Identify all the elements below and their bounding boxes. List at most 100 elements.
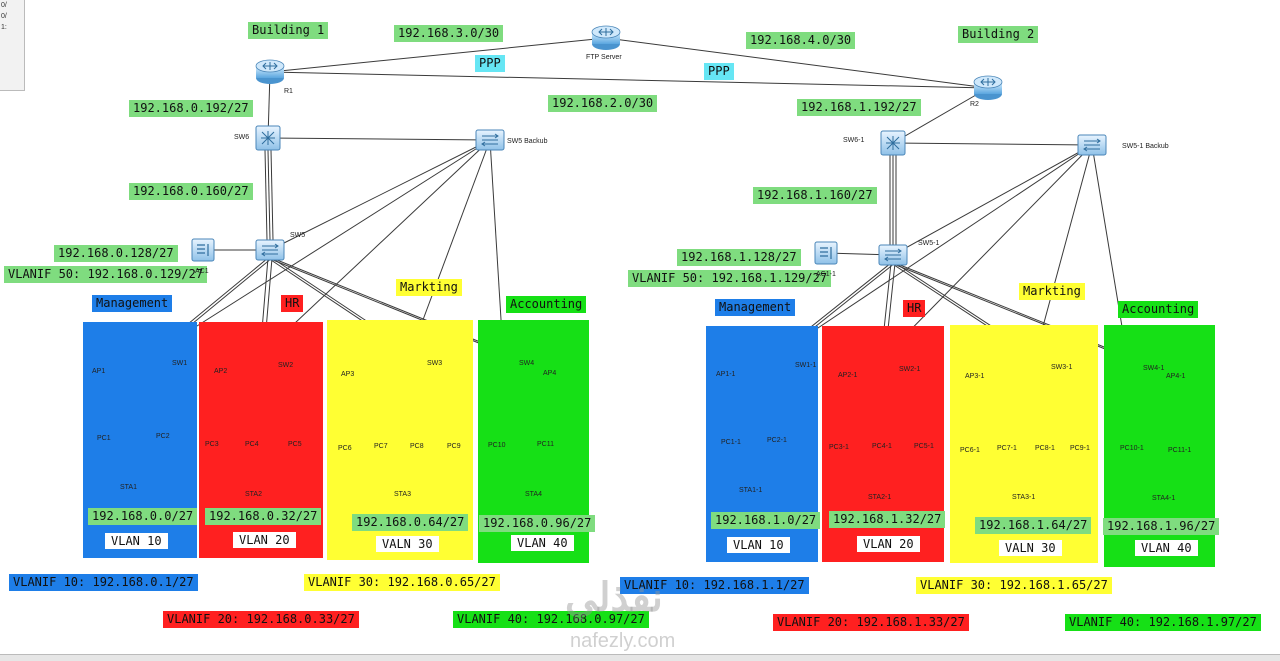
b1-link-backup-zone [489, 139, 504, 353]
b2-net-160: 192.168.1.160/27 [753, 187, 877, 204]
b1-label-ap3: AP3 [341, 371, 355, 378]
switch-sw5-icon[interactable] [255, 239, 285, 261]
sidebar-fragment: 0/ 0/ 1: [0, 0, 25, 91]
b2-zone-title-management: Management [715, 299, 796, 316]
b1-link-core-backup [267, 137, 491, 141]
b2-link-backup-zone [1091, 144, 1128, 358]
switch-sw6-icon[interactable] [255, 125, 281, 151]
label-ftp-server: FTP Server [586, 54, 622, 61]
switch-sw5-1-backup-icon[interactable] [1077, 134, 1107, 156]
switch-sw5-backup-icon[interactable] [475, 129, 505, 151]
b1-label-pc10: PC10 [488, 442, 506, 449]
b2-label-pc2-1: PC2-1 [767, 437, 787, 444]
b2-vlanif50: VLANIF 50: 192.168.1.129/27 [628, 270, 832, 287]
label-r2: R2 [970, 101, 979, 108]
b2-link-backup-zone [778, 144, 1093, 355]
b1-label-pc7: PC7 [374, 443, 388, 450]
router-r1-icon[interactable] [255, 59, 285, 85]
b2-zone-title-marketing: Markting [1019, 283, 1085, 300]
link-r1-ftp [269, 37, 607, 73]
b1-net-128: 192.168.0.128/27 [54, 245, 178, 262]
b1-label-sta4: STA4 [525, 491, 542, 498]
b1-link-backup-zone [261, 139, 491, 355]
b1-label-pc8: PC8 [410, 443, 424, 450]
b1-label-pc3: PC3 [205, 441, 219, 448]
b2-zone-title-accounting: Accounting [1118, 301, 1199, 318]
b2-link-backup-zone [882, 144, 1093, 359]
b1-link-backup-agg [269, 139, 491, 251]
b1-zone-title-accounting: Accounting [506, 296, 587, 313]
label-sw5-backup: SW5 Backub [507, 138, 548, 145]
ppp-label-right: PPP [704, 63, 734, 80]
b1-label-sta1: STA1 [120, 484, 137, 491]
b1-label-sw3: SW3 [427, 360, 443, 367]
label-sw6-1: SW6-1 [843, 137, 865, 144]
b1-label-pc1: PC1 [97, 435, 111, 442]
b1-label-sw4: SW4 [519, 360, 535, 367]
b2-vlanif30: VLANIF 30: 192.168.1.65/27 [916, 577, 1112, 594]
label-ac1-1: AC1-1 [816, 271, 836, 278]
b1-link-core-agg [267, 149, 271, 241]
watermark-latin: nafezly.com [570, 630, 676, 652]
b2-vlanif20: VLANIF 20: 192.168.1.33/27 [773, 614, 969, 631]
controller-ac1-icon[interactable] [191, 238, 215, 262]
b2-label-pc1-1: PC1-1 [721, 439, 741, 446]
b1-label-pc2: PC2 [156, 433, 170, 440]
b2-label-pc6-1: PC6-1 [960, 447, 980, 454]
b1-vlanif30: VLANIF 30: 192.168.0.65/27 [304, 574, 500, 591]
b1-vlanif20: VLANIF 20: 192.168.0.33/27 [163, 611, 359, 628]
b1-link-backup-zone [155, 139, 491, 353]
b2-label-sta2-1: STA2-1 [868, 494, 892, 501]
switch-sw6-1-icon[interactable] [880, 130, 906, 156]
b1-label-sw1: SW1 [172, 360, 188, 367]
b2-vlan-marketing: VALN 30 [999, 540, 1062, 556]
b1-label-pc9: PC9 [447, 443, 461, 450]
label-sw5-1-backup: SW5-1 Backub [1122, 143, 1169, 150]
b2-vlan-accounting: VLAN 40 [1135, 540, 1198, 556]
building-2-title: Building 2 [958, 26, 1039, 43]
b2-vlan-hr: VLAN 20 [857, 536, 920, 552]
b2-link-core-backup [892, 142, 1093, 146]
controller-ac1-1-icon[interactable] [814, 241, 838, 265]
b1-label-sta3: STA3 [394, 491, 411, 498]
b2-label-pc3-1: PC3-1 [829, 444, 849, 451]
b1-label-pc11: PC11 [537, 441, 554, 448]
b2-subnet-hr: 192.168.1.32/27 [829, 511, 946, 528]
ppp-label-left: PPP [475, 55, 505, 72]
b1-vlanif50: VLANIF 50: 192.168.0.129/27 [4, 266, 208, 283]
b2-label-pc4-1: PC4-1 [872, 443, 892, 450]
b2-net-128: 192.168.1.128/27 [677, 249, 801, 266]
b2-label-pc10-1: PC10-1 [1120, 445, 1144, 452]
b1-label-pc5: PC5 [288, 441, 302, 448]
b1-vlanif10: VLANIF 10: 192.168.0.1/27 [9, 574, 198, 591]
router-r2-icon[interactable] [973, 75, 1003, 101]
b1-subnet-management: 192.168.0.0/27 [88, 508, 198, 525]
b2-subnet-management: 192.168.1.0/27 [711, 512, 821, 529]
bottom-scrollbar[interactable] [0, 654, 1280, 661]
label-sw5: SW5 [290, 232, 306, 239]
b2-label-ap4-1: AP4-1 [1166, 373, 1186, 380]
label-sw6: SW6 [234, 134, 250, 141]
b1-vlanif40: VLANIF 40: 192.168.0.97/27 [453, 611, 649, 628]
label-r1: R1 [284, 88, 293, 95]
b1-label-ap2: AP2 [214, 368, 228, 375]
b2-label-ap1-1: AP1-1 [716, 371, 736, 378]
b1-subnet-marketing: 192.168.0.64/27 [352, 514, 469, 531]
switch-sw5-1-icon[interactable] [878, 244, 908, 266]
b2-subnet-accounting: 192.168.1.96/27 [1103, 518, 1220, 535]
b2-label-pc9-1: PC9-1 [1070, 445, 1090, 452]
b2-zone-title-hr: HR [903, 300, 926, 317]
watermark-arabic: نفذلي [565, 576, 663, 620]
b2-label-sw3-1: SW3-1 [1051, 364, 1073, 371]
ftp-server-icon[interactable] [591, 25, 621, 51]
b2-label-sw1-1: SW1-1 [795, 362, 817, 369]
b1-subnet-accounting: 192.168.0.96/27 [479, 515, 596, 532]
b2-label-ap2-1: AP2-1 [838, 372, 858, 379]
b2-label-sw2-1: SW2-1 [899, 366, 921, 373]
b1-link-backup-zone [410, 139, 491, 353]
b2-label-sta4-1: STA4-1 [1152, 495, 1176, 502]
b2-label-pc8-1: PC8-1 [1035, 445, 1055, 452]
b2-label-ap3-1: AP3-1 [965, 373, 985, 380]
b1-label-pc6: PC6 [338, 445, 352, 452]
b1-vlan-hr: VLAN 20 [233, 532, 296, 548]
